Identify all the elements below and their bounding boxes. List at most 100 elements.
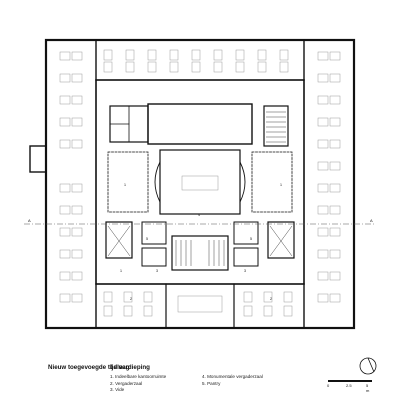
desk — [329, 161, 341, 171]
room-number: 1 — [280, 183, 282, 187]
desk — [59, 227, 71, 237]
desk — [329, 249, 341, 259]
legend-floor: 1e verdieping — [110, 364, 150, 371]
desk — [59, 249, 71, 259]
desk — [177, 295, 223, 313]
section-mark-left: A — [28, 218, 31, 223]
desk — [71, 271, 83, 281]
desk — [235, 61, 245, 73]
desk — [59, 293, 71, 303]
desk — [329, 183, 341, 193]
room-number: 4 — [198, 213, 200, 217]
desk — [59, 183, 71, 193]
scale-bar-graphic — [328, 380, 372, 382]
stair-bottom — [171, 235, 229, 271]
desk — [243, 305, 253, 317]
desk — [169, 61, 179, 73]
north-arrow-icon — [359, 357, 377, 375]
desk — [169, 49, 179, 61]
desk — [283, 291, 293, 303]
desk — [317, 73, 329, 83]
desk — [71, 95, 83, 105]
desk — [59, 139, 71, 149]
desk — [243, 291, 253, 303]
desk — [317, 271, 329, 281]
desk — [125, 61, 135, 73]
desk — [213, 49, 223, 61]
desk — [71, 73, 83, 83]
desk — [317, 95, 329, 105]
furniture-layer — [59, 49, 341, 317]
desk — [283, 305, 293, 317]
desk — [317, 293, 329, 303]
room-number: 5 — [250, 237, 252, 241]
desk — [147, 49, 157, 61]
desk — [329, 117, 341, 127]
desk — [59, 95, 71, 105]
desk — [103, 305, 113, 317]
scale-tick: 2.5 — [346, 383, 352, 388]
desk — [329, 95, 341, 105]
monumental-hall — [159, 149, 241, 215]
room-number: 2 — [270, 297, 272, 301]
desk — [257, 61, 267, 73]
room-number: 1 — [120, 269, 122, 273]
desk — [263, 305, 273, 317]
desk — [123, 305, 133, 317]
room-number: 5 — [146, 237, 148, 241]
desk — [317, 227, 329, 237]
scale-bar: 0 2.5 5 m — [327, 380, 372, 394]
desk — [71, 293, 83, 303]
desk — [317, 249, 329, 259]
desk — [59, 73, 71, 83]
desk — [125, 49, 135, 61]
room-number: 1 — [124, 183, 126, 187]
desk — [213, 61, 223, 73]
desk — [317, 117, 329, 127]
room-number: 3 — [156, 269, 158, 273]
entrance-porch — [29, 145, 47, 173]
legend-title: Nieuw toegevoegde tijdlaag — [48, 364, 130, 371]
desk — [329, 73, 341, 83]
desk — [71, 117, 83, 127]
desk — [329, 51, 341, 61]
desk — [329, 227, 341, 237]
desk — [317, 183, 329, 193]
desk — [329, 139, 341, 149]
stair-top-right — [263, 105, 289, 147]
legend: Nieuw toegevoegde tijdlaag 1e verdieping… — [48, 364, 268, 400]
desk — [59, 51, 71, 61]
desk — [59, 271, 71, 281]
core-top — [147, 103, 253, 145]
desk — [329, 293, 341, 303]
desk — [59, 205, 71, 215]
desk — [71, 227, 83, 237]
desk — [103, 49, 113, 61]
desk — [279, 49, 289, 61]
legend-list-col1: 1. Indeelbare kantoorruimte 2. Vergaderz… — [110, 374, 166, 394]
desk — [71, 205, 83, 215]
desk — [71, 249, 83, 259]
room-number: 2 — [130, 297, 132, 301]
legend-item: 3. Vide — [110, 387, 125, 393]
desk — [317, 139, 329, 149]
desk — [181, 175, 219, 191]
desk — [317, 161, 329, 171]
legend-item: 5. Pantry — [202, 380, 221, 386]
desk — [103, 61, 113, 73]
legend-item: 2. Vergaderzaal — [110, 380, 143, 386]
desk — [59, 117, 71, 127]
desk — [235, 49, 245, 61]
desk — [329, 271, 341, 281]
desk — [329, 205, 341, 215]
scale-tick: 5 m — [366, 383, 370, 393]
section-mark-right: A — [370, 218, 373, 223]
desk — [147, 61, 157, 73]
desk — [143, 291, 153, 303]
desk — [257, 49, 267, 61]
desk — [191, 49, 201, 61]
desk — [71, 51, 83, 61]
desk — [123, 291, 133, 303]
desk — [103, 291, 113, 303]
desk — [71, 139, 83, 149]
